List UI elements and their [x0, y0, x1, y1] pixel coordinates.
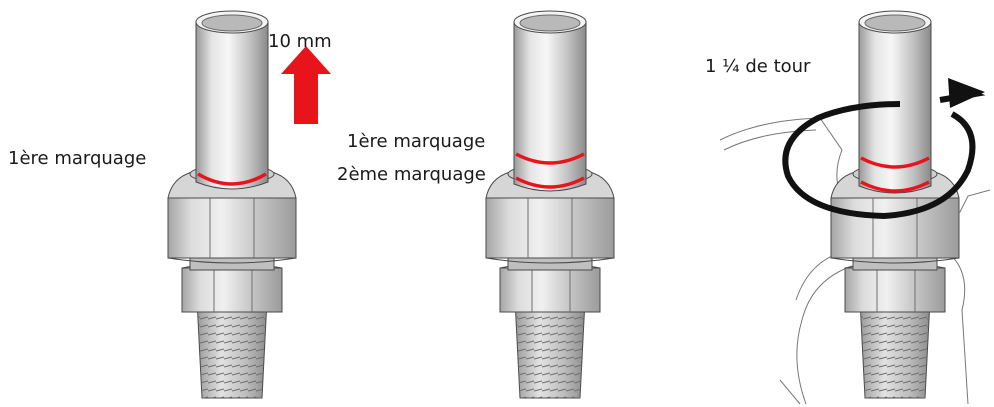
fitting-figure-2: [485, 10, 615, 399]
fitting-body-2: [485, 164, 615, 399]
fitting-body-1: [167, 164, 297, 399]
fitting-figure-3: [719, 10, 991, 405]
tube-1: [195, 10, 269, 190]
rotate-clockwise-icon: [782, 78, 986, 220]
arrow-up-icon: [281, 46, 331, 124]
second-marking-label: 2ème marquage: [337, 164, 486, 185]
fitting-figure-1: [167, 10, 331, 399]
marking-ring-3a: [860, 156, 930, 169]
tube-2: [513, 10, 587, 192]
marking-ring-1: [197, 172, 267, 186]
marking-ring-2a: [515, 152, 585, 165]
marking-ring-3b: [860, 180, 930, 193]
marking-ring-2b: [515, 176, 585, 189]
pull-distance-label: 10 mm: [268, 31, 332, 52]
first-marking-label-1: 1ère marquage: [8, 148, 147, 169]
first-marking-label-2: 1ère marquage: [347, 131, 486, 152]
tube-3: [858, 10, 932, 194]
turn-amount-label: 1 ¼ de tour: [705, 56, 811, 77]
